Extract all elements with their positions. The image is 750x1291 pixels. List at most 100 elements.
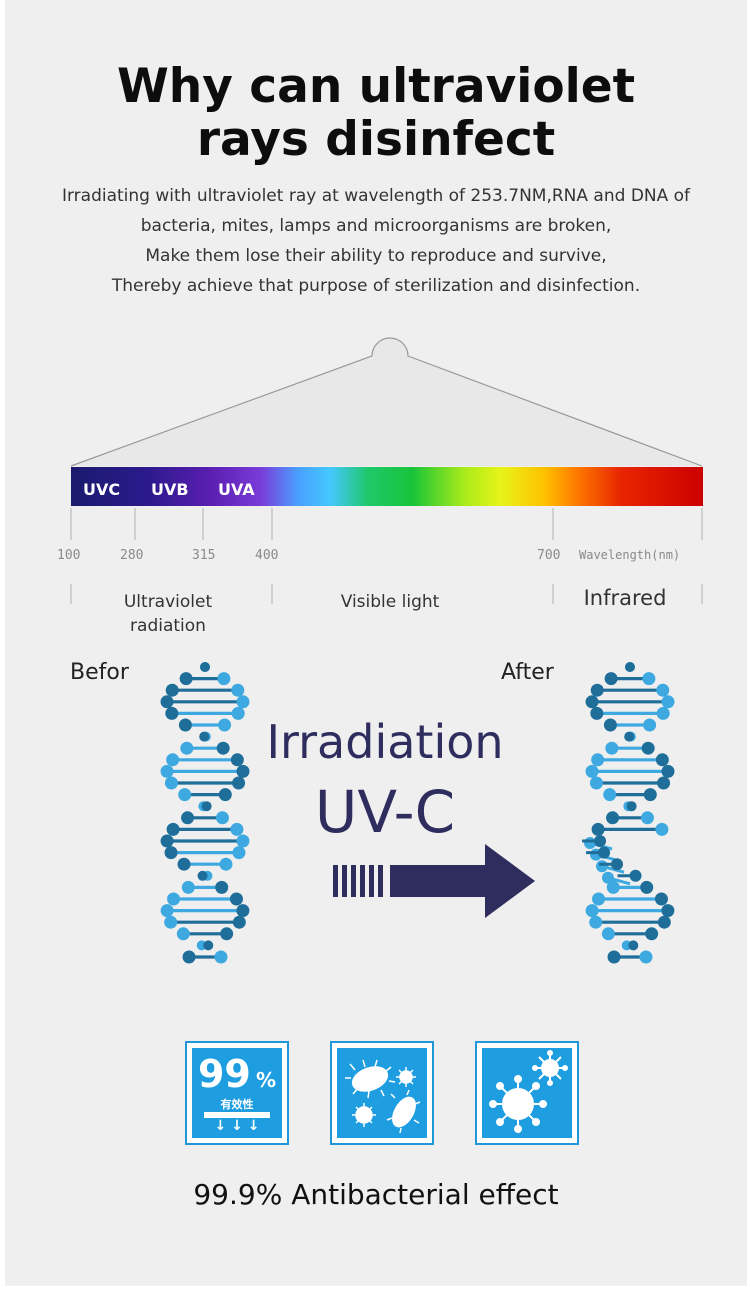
dna-node bbox=[657, 776, 671, 790]
dna-node bbox=[178, 718, 192, 732]
dna-node bbox=[236, 904, 250, 918]
dna-node bbox=[181, 880, 195, 894]
dna-node bbox=[640, 880, 654, 894]
dna-node bbox=[590, 683, 604, 697]
virus-icon bbox=[489, 1050, 568, 1133]
dna-node bbox=[626, 801, 637, 812]
dna-node bbox=[197, 870, 208, 881]
dna-node bbox=[624, 731, 635, 742]
before-label: Befor bbox=[70, 660, 129, 685]
dna-node bbox=[231, 683, 245, 697]
page-title: Why can ultraviolet rays disinfect bbox=[5, 60, 747, 166]
badge-bar bbox=[204, 1112, 270, 1118]
dna-node bbox=[164, 846, 178, 860]
dna-node bbox=[628, 940, 639, 951]
percent-number: 99 bbox=[197, 1052, 251, 1096]
dna-node bbox=[181, 811, 195, 825]
dna-node bbox=[232, 776, 246, 790]
dna-node bbox=[594, 835, 607, 847]
dna-before-graphic bbox=[160, 662, 250, 964]
dna-node bbox=[178, 788, 192, 802]
dna-node bbox=[232, 846, 246, 860]
tick-label-700: 700 bbox=[537, 548, 561, 563]
dna-node bbox=[640, 811, 654, 825]
band-label-uva: UVA bbox=[218, 480, 255, 499]
dna-node bbox=[160, 695, 174, 709]
region-label-line: radiation bbox=[130, 616, 206, 636]
dna-node bbox=[176, 927, 190, 941]
dna-node bbox=[236, 834, 250, 848]
dna-node bbox=[606, 880, 620, 894]
dna-node bbox=[591, 753, 605, 767]
dna-node bbox=[585, 904, 599, 918]
dna-node bbox=[166, 753, 180, 767]
title-line-2: rays disinfect bbox=[196, 112, 556, 167]
dna-node bbox=[625, 662, 635, 672]
spectrum-bar bbox=[71, 467, 703, 506]
dna-node bbox=[201, 801, 212, 812]
dna-node bbox=[220, 927, 234, 941]
dna-node bbox=[214, 950, 228, 964]
description-line: bacteria, mites, lamps and microorganism… bbox=[140, 216, 612, 236]
down-arrows-icon: ↓ ↓ ↓ bbox=[214, 1118, 260, 1134]
bacteria-badge bbox=[330, 1041, 434, 1145]
axis-label: Wavelength(nm) bbox=[579, 548, 681, 562]
dna-node bbox=[585, 695, 599, 709]
dna-node bbox=[661, 904, 675, 918]
dna-node bbox=[585, 764, 599, 778]
lamp-outline bbox=[70, 337, 703, 467]
dna-node bbox=[603, 718, 617, 732]
dna-node bbox=[639, 950, 653, 964]
dna-node bbox=[217, 672, 231, 686]
dna-node bbox=[167, 892, 181, 906]
dna-node bbox=[655, 822, 669, 836]
description-line: Thereby achieve that purpose of steriliz… bbox=[111, 276, 641, 296]
dna-node bbox=[589, 915, 603, 929]
dna-node bbox=[604, 672, 618, 686]
dna-node bbox=[200, 662, 210, 672]
tick-label-315: 315 bbox=[192, 548, 216, 563]
dna-node bbox=[592, 892, 606, 906]
dna-node bbox=[165, 683, 179, 697]
description-line: Make them lose their ability to reproduc… bbox=[145, 246, 607, 266]
dna-node bbox=[165, 706, 179, 720]
band-label-uvb: UVB bbox=[151, 480, 189, 499]
dna-node bbox=[607, 950, 621, 964]
dna-node bbox=[160, 904, 174, 918]
efficacy-badge: 99 % 有效性 ↓ ↓ ↓ bbox=[185, 1041, 289, 1145]
dna-node bbox=[645, 927, 659, 941]
dna-node bbox=[160, 834, 174, 848]
dna-node bbox=[164, 776, 178, 790]
dna-node bbox=[591, 822, 605, 836]
region-label-line: Ultraviolet bbox=[123, 592, 213, 612]
dna-node bbox=[215, 811, 229, 825]
tick-label-280: 280 bbox=[120, 548, 144, 563]
dna-node bbox=[216, 741, 230, 755]
dna-node bbox=[177, 857, 191, 871]
irradiation-title: Irradiation bbox=[266, 715, 504, 769]
dna-node bbox=[590, 706, 604, 720]
dna-node bbox=[606, 811, 620, 825]
dna-after-graphic bbox=[582, 662, 675, 964]
arrow-icon bbox=[333, 844, 535, 918]
dna-node bbox=[199, 731, 210, 742]
dna-node bbox=[215, 880, 229, 894]
bacteria-icon bbox=[345, 1059, 421, 1134]
region-label-ultraviolet: Ultraviolet radiation bbox=[88, 590, 248, 638]
region-label-visible: Visible light bbox=[340, 592, 440, 612]
efficacy-text: 有效性 bbox=[220, 1098, 254, 1111]
dna-node bbox=[605, 741, 619, 755]
dna-node bbox=[182, 950, 196, 964]
uvc-title: UV-C bbox=[314, 778, 456, 846]
dna-node bbox=[230, 822, 244, 836]
dna-node bbox=[661, 695, 675, 709]
after-label: After bbox=[501, 660, 554, 685]
dna-node bbox=[642, 672, 656, 686]
footer-caption: 99.9% Antibacterial effect bbox=[193, 1178, 559, 1211]
dna-node bbox=[657, 915, 671, 929]
dna-node bbox=[641, 741, 655, 755]
dna-node bbox=[229, 892, 243, 906]
dna-node bbox=[602, 871, 614, 884]
dna-node bbox=[203, 940, 214, 951]
tick-label-400: 400 bbox=[255, 548, 279, 563]
